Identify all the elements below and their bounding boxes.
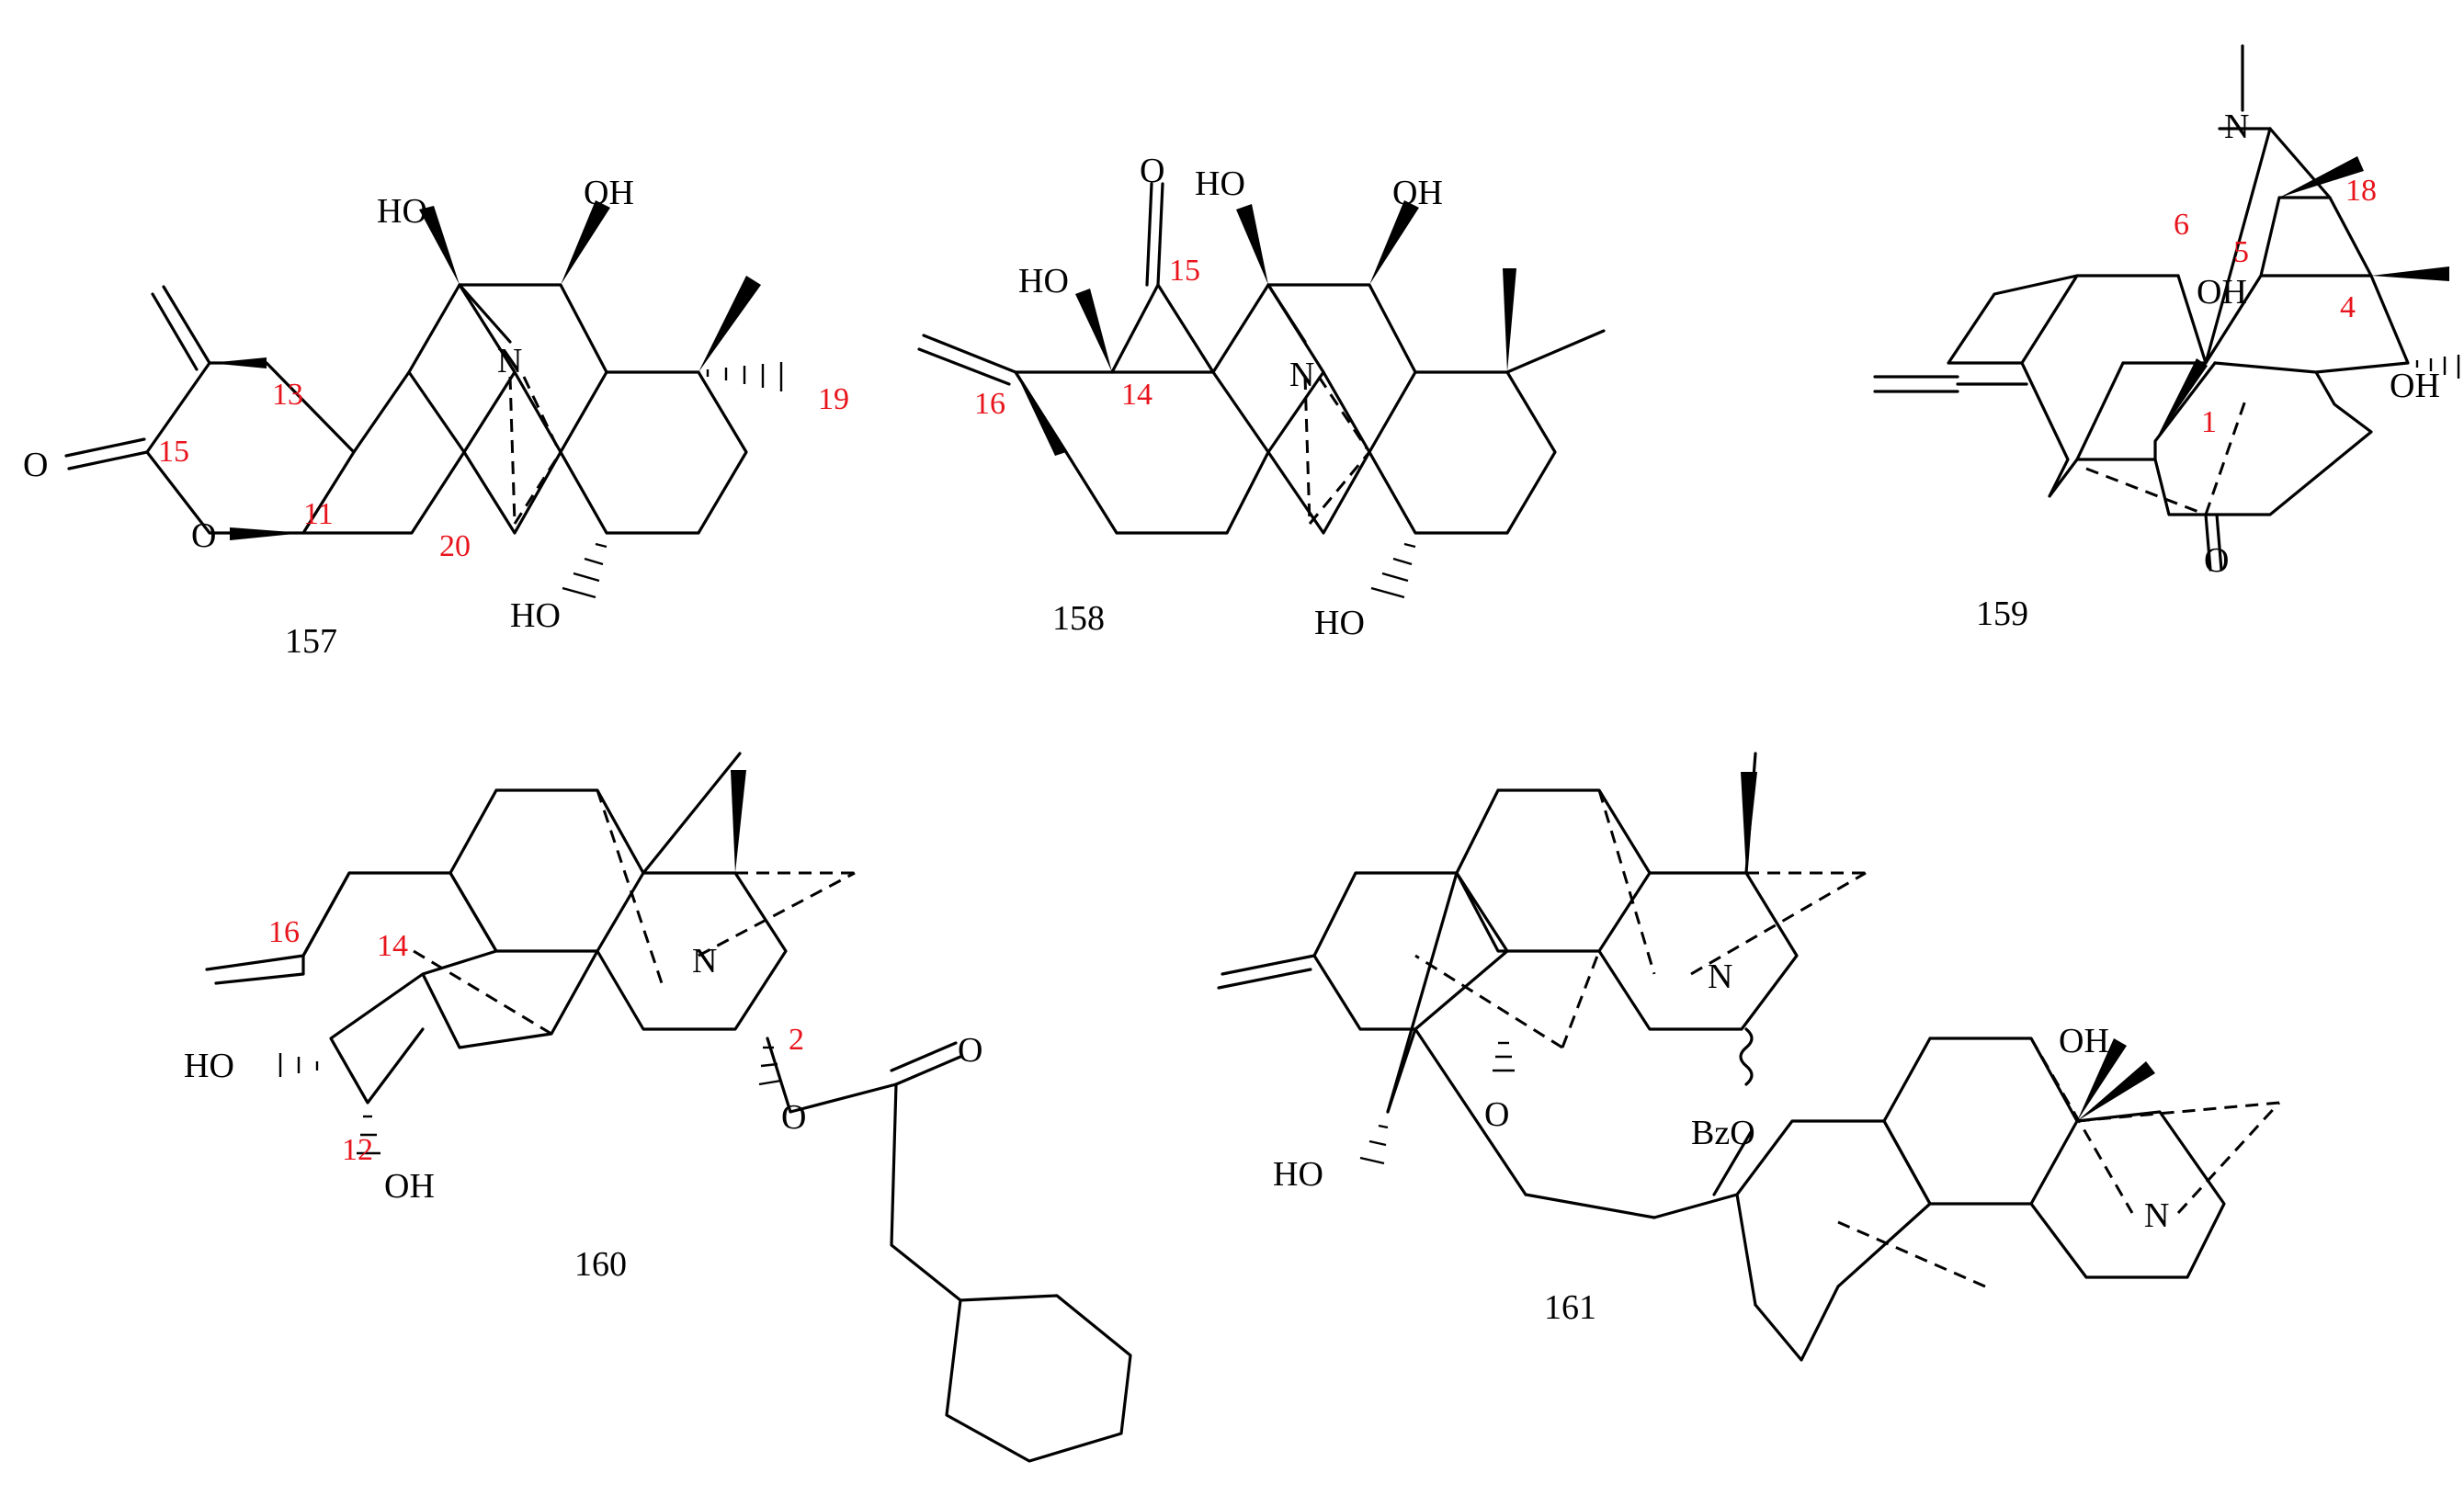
hash-ether bbox=[1493, 1041, 1515, 1072]
atom-carbonyl-o: O bbox=[958, 1031, 982, 1070]
hash-oh-bottom bbox=[1370, 542, 1416, 599]
compound-label: 161 bbox=[1544, 1288, 1596, 1327]
atom-nitrogen-upper: N bbox=[1708, 957, 1732, 996]
atom-ring-o: O bbox=[191, 516, 216, 555]
atom-oh-top: OH bbox=[1392, 174, 1443, 212]
atom-ester-o: O bbox=[781, 1098, 806, 1137]
compound-160: N HO OH O O 16 14 2 12 160 bbox=[184, 752, 1132, 1463]
atom-ho-left: HO bbox=[377, 192, 427, 231]
atom-ho-top: HO bbox=[1195, 164, 1245, 203]
atom-nitrogen-lower: N bbox=[2144, 1196, 2169, 1235]
atom-nitrogen: N bbox=[2224, 108, 2249, 146]
atom-ho-side: HO bbox=[1018, 262, 1069, 300]
atom-oh-bottom: OH bbox=[384, 1167, 435, 1206]
atom-ho-bottom: HO bbox=[1314, 604, 1365, 642]
atom-bzo: BzO bbox=[1691, 1114, 1755, 1152]
position-1: 1 bbox=[2201, 405, 2217, 439]
position-6: 6 bbox=[2174, 208, 2189, 242]
position-12: 12 bbox=[342, 1133, 373, 1167]
atom-nitrogen: N bbox=[692, 942, 717, 980]
atom-oh-right: OH bbox=[2390, 367, 2440, 405]
position-16: 16 bbox=[974, 387, 1005, 421]
hash-ho-left bbox=[1359, 1124, 1389, 1165]
compound-label: 160 bbox=[574, 1245, 627, 1284]
atom-carbonyl-o: O bbox=[2204, 541, 2229, 580]
atom-ho-left: HO bbox=[184, 1047, 234, 1085]
hash-19 bbox=[706, 362, 783, 391]
compound-label: 159 bbox=[1976, 595, 2028, 633]
hash-oh-right bbox=[2415, 355, 2460, 379]
hash-ho-left bbox=[278, 1053, 319, 1077]
atom-ether-o: O bbox=[1484, 1095, 1509, 1134]
position-14: 14 bbox=[377, 929, 408, 963]
hash-ester bbox=[758, 1046, 782, 1086]
atom-carbonyl-o: O bbox=[1140, 152, 1164, 190]
position-14: 14 bbox=[1121, 378, 1153, 412]
hash-oh-bottom bbox=[357, 1115, 380, 1155]
atom-carbonyl-o: O bbox=[23, 446, 48, 484]
position-4: 4 bbox=[2340, 290, 2356, 324]
compound-159: N OH OH O 6 5 18 4 1 159 bbox=[1873, 44, 2460, 633]
compound-157: HO OH N O O HO 13 15 11 20 19 157 bbox=[23, 174, 849, 661]
position-15: 15 bbox=[158, 435, 189, 469]
atom-oh-bridge: OH bbox=[2197, 273, 2247, 312]
atom-nitrogen: N bbox=[1289, 356, 1314, 394]
position-2: 2 bbox=[789, 1023, 804, 1057]
compound-158: O HO OH HO N HO 15 16 14 158 bbox=[917, 152, 1606, 642]
position-18: 18 bbox=[2345, 174, 2377, 208]
position-13: 13 bbox=[272, 378, 303, 412]
position-19: 19 bbox=[818, 382, 849, 416]
atom-nitrogen: N bbox=[497, 342, 522, 380]
position-11: 11 bbox=[303, 497, 334, 531]
position-20: 20 bbox=[439, 529, 471, 563]
compound-161: N HO O BzO OH N 161 bbox=[1217, 752, 2281, 1362]
position-15: 15 bbox=[1169, 254, 1200, 288]
atom-oh-right: OH bbox=[584, 174, 634, 212]
atom-ho-left: HO bbox=[1273, 1155, 1323, 1194]
compound-label: 158 bbox=[1052, 599, 1105, 638]
atom-oh-right: OH bbox=[2059, 1022, 2109, 1060]
position-5: 5 bbox=[2233, 235, 2249, 269]
hash-oh-bottom bbox=[562, 542, 607, 599]
atom-ho-bottom: HO bbox=[510, 596, 561, 635]
compound-label: 157 bbox=[285, 622, 337, 661]
position-16: 16 bbox=[268, 915, 300, 949]
